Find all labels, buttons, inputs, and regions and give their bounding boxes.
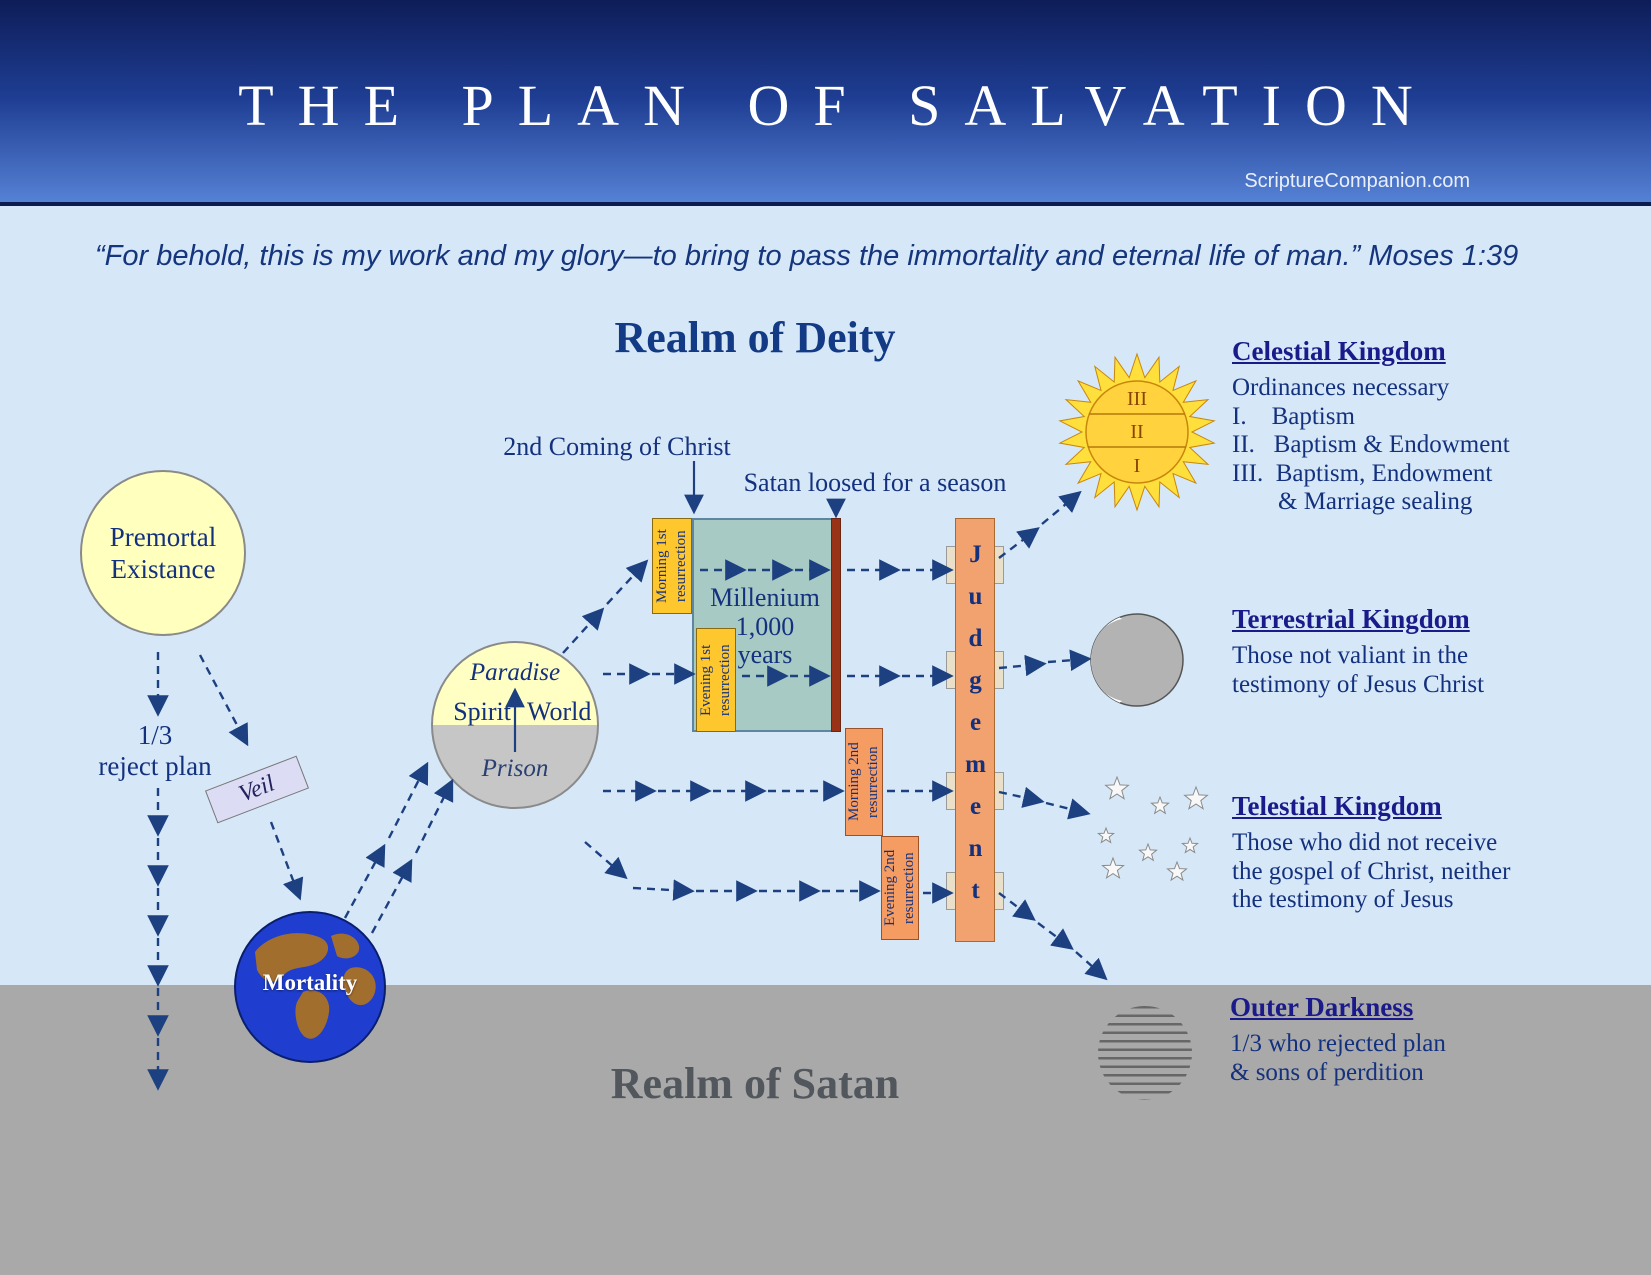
millennium-line3: years — [737, 640, 793, 670]
sun-level-1: I — [1134, 455, 1141, 477]
morning-first-resurrection-box: Morning 1st resurrection — [652, 518, 692, 614]
reject-line2: reject plan — [98, 751, 212, 782]
realm-of-satan-heading: Realm of Satan — [610, 1059, 900, 1108]
celestial-line: III. Baptism, Endowment — [1232, 459, 1493, 487]
star-icon — [1183, 785, 1209, 810]
celestial-line: Ordinances necessary — [1232, 374, 1450, 401]
paradise-label: Paradise — [469, 659, 561, 686]
scripture-quote: “For behold, this is my work and my glor… — [95, 240, 1519, 272]
paradise-to-morning-first-arrows — [562, 559, 649, 654]
premortal-line2: Existance — [110, 554, 216, 584]
second-coming-label: 2nd Coming of Christ — [503, 432, 731, 461]
millennium-line1: Millenium — [710, 583, 820, 612]
prison-label: Prison — [481, 755, 549, 782]
mortality-label: Mortality — [262, 970, 358, 995]
morning-second-resurrection-box: Morning 2nd resurrection — [845, 728, 883, 836]
header-banner: THE PLAN OF SALVATION ScriptureCompanion… — [0, 0, 1651, 206]
celestial-kingdom-block: Celestial Kingdom Ordinances necessary I… — [1232, 336, 1510, 517]
page-title: THE PLAN OF SALVATION — [238, 73, 1437, 138]
sun-icon: III II I — [1058, 352, 1216, 512]
celestial-line: & Marriage sealing — [1278, 488, 1473, 515]
reject-plan-label: 1/3 reject plan — [60, 720, 250, 782]
telestial-line: the testimony of Jesus — [1232, 886, 1454, 913]
outer-darkness-title: Outer Darkness — [1230, 992, 1414, 1022]
terrestrial-line: Those not valiant in the — [1232, 642, 1469, 669]
satan-loosed-label: Satan loosed for a season — [743, 468, 1007, 497]
world-label: World — [527, 697, 592, 726]
star-icon — [1166, 860, 1188, 882]
terrestrial-kingdom-title: Terrestrial Kingdom — [1232, 604, 1470, 634]
star-icon — [1097, 826, 1115, 844]
judgement-to-kingdoms-arrows — [998, 490, 1108, 981]
celestial-line: II. Baptism & Endowment — [1232, 431, 1510, 458]
judgement-label: Judgement — [962, 541, 989, 919]
evening-first-resurrection-box: Evening 1st resurrection — [696, 628, 736, 732]
outer-darkness-line: 1/3 who rejected plan — [1230, 1030, 1446, 1057]
premortal-existence-node: Premortal Existance — [80, 470, 246, 636]
telestial-stars-icon — [1097, 775, 1209, 882]
spirit-label: Spirit — [453, 697, 511, 726]
star-icon — [1181, 836, 1199, 854]
celestial-kingdom-title: Celestial Kingdom — [1232, 336, 1446, 366]
premortal-line1: Premortal — [109, 521, 217, 552]
star-icon — [1138, 842, 1158, 862]
sun-level-2: II — [1130, 421, 1143, 443]
morning-second-resurrection-label: Morning 2nd resurrection — [846, 742, 881, 822]
star-icon — [1101, 856, 1125, 880]
millennium-line2: 1,000 — [735, 611, 795, 641]
telestial-line: Those who did not receive — [1232, 829, 1498, 856]
outer-darkness-sphere-icon — [1098, 1006, 1192, 1100]
site-credit: ScriptureCompanion.com — [1244, 170, 1470, 192]
earth-icon: Mortality — [233, 910, 387, 1064]
spirit-world-node: Paradise Spirit World Prison — [431, 641, 599, 809]
star-icon — [1104, 775, 1130, 800]
telestial-kingdom-title: Telestial Kingdom — [1232, 791, 1442, 821]
evening-second-resurrection-label: Evening 2nd resurrection — [882, 849, 917, 927]
outer-darkness-block: Outer Darkness 1/3 who rejected plan & s… — [1230, 992, 1446, 1087]
telestial-line: the gospel of Christ, neither — [1232, 857, 1511, 885]
sun-level-3: III — [1127, 388, 1147, 410]
satan-loosed-bar — [831, 518, 841, 732]
terrestrial-kingdom-block: Terrestrial Kingdom Those not valiant in… — [1232, 604, 1484, 699]
mortality-to-spirit-world-arrows — [343, 761, 454, 934]
star-icon — [1150, 795, 1170, 815]
celestial-line: I. Baptism — [1232, 402, 1355, 430]
evening-first-resurrection-label: Evening 1st resurrection — [698, 644, 733, 716]
realm-of-deity-heading: Realm of Deity — [614, 313, 896, 362]
moon-icon — [1090, 613, 1184, 707]
reject-line1: 1/3 — [137, 720, 173, 750]
terrestrial-line: testimony of Jesus Christ — [1232, 670, 1485, 698]
morning-first-resurrection-label: Morning 1st resurrection — [654, 529, 689, 603]
judgement-bar: Judgement — [955, 518, 995, 942]
earth-globe — [234, 911, 386, 1063]
outer-darkness-line: & sons of perdition — [1230, 1058, 1424, 1086]
telestial-kingdom-block: Telestial Kingdom Those who did not rece… — [1232, 791, 1510, 915]
evening-second-resurrection-box: Evening 2nd resurrection — [881, 836, 919, 940]
